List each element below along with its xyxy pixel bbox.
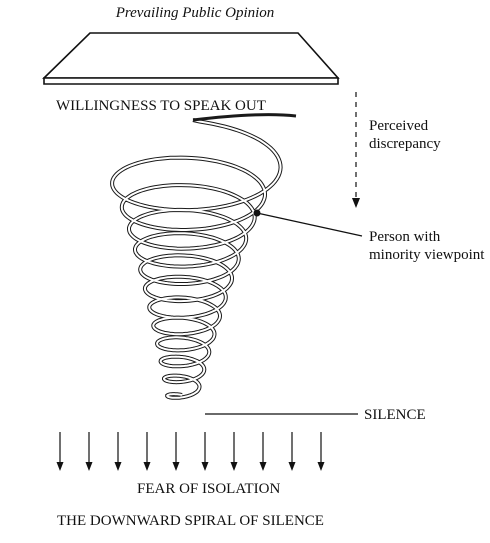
spiral-tail: [192, 113, 297, 122]
fear-arrows: [56, 432, 325, 471]
fear-arrow-head: [114, 462, 122, 471]
perceived-discrepancy-label: Perceived discrepancy: [369, 117, 441, 153]
willingness-label: WILLINGNESS TO SPEAK OUT: [56, 98, 266, 114]
fear-arrow-head: [259, 462, 267, 471]
spiral-path-outer: [110, 118, 283, 400]
prevailing-opinion-label: Prevailing Public Opinion: [115, 5, 275, 21]
perceived-discrepancy-arrow: [352, 92, 360, 208]
fear-arrow-head: [172, 462, 180, 471]
public-opinion-platform: [42, 32, 340, 85]
silence-label: SILENCE: [364, 407, 426, 423]
fear-arrow-head: [317, 462, 325, 471]
diagram-title: THE DOWNWARD SPIRAL OF SILENCE: [57, 513, 324, 529]
person-marker: [253, 209, 363, 237]
person-text: Person with minority viewpoint: [369, 229, 485, 263]
fear-arrow-head: [288, 462, 296, 471]
fear-arrow-head: [201, 462, 209, 471]
perceived-text: Perceived discrepancy: [369, 118, 441, 152]
spiral: [110, 113, 297, 400]
fear-arrow-head: [230, 462, 238, 471]
fear-arrow-head: [143, 462, 151, 471]
person-label: Person with minority viewpoint: [369, 228, 484, 264]
fear-arrow-head: [56, 462, 64, 471]
fear-label: FEAR OF ISOLATION: [137, 481, 281, 497]
fear-arrow-head: [85, 462, 93, 471]
spiral-path-inner: [111, 119, 282, 399]
